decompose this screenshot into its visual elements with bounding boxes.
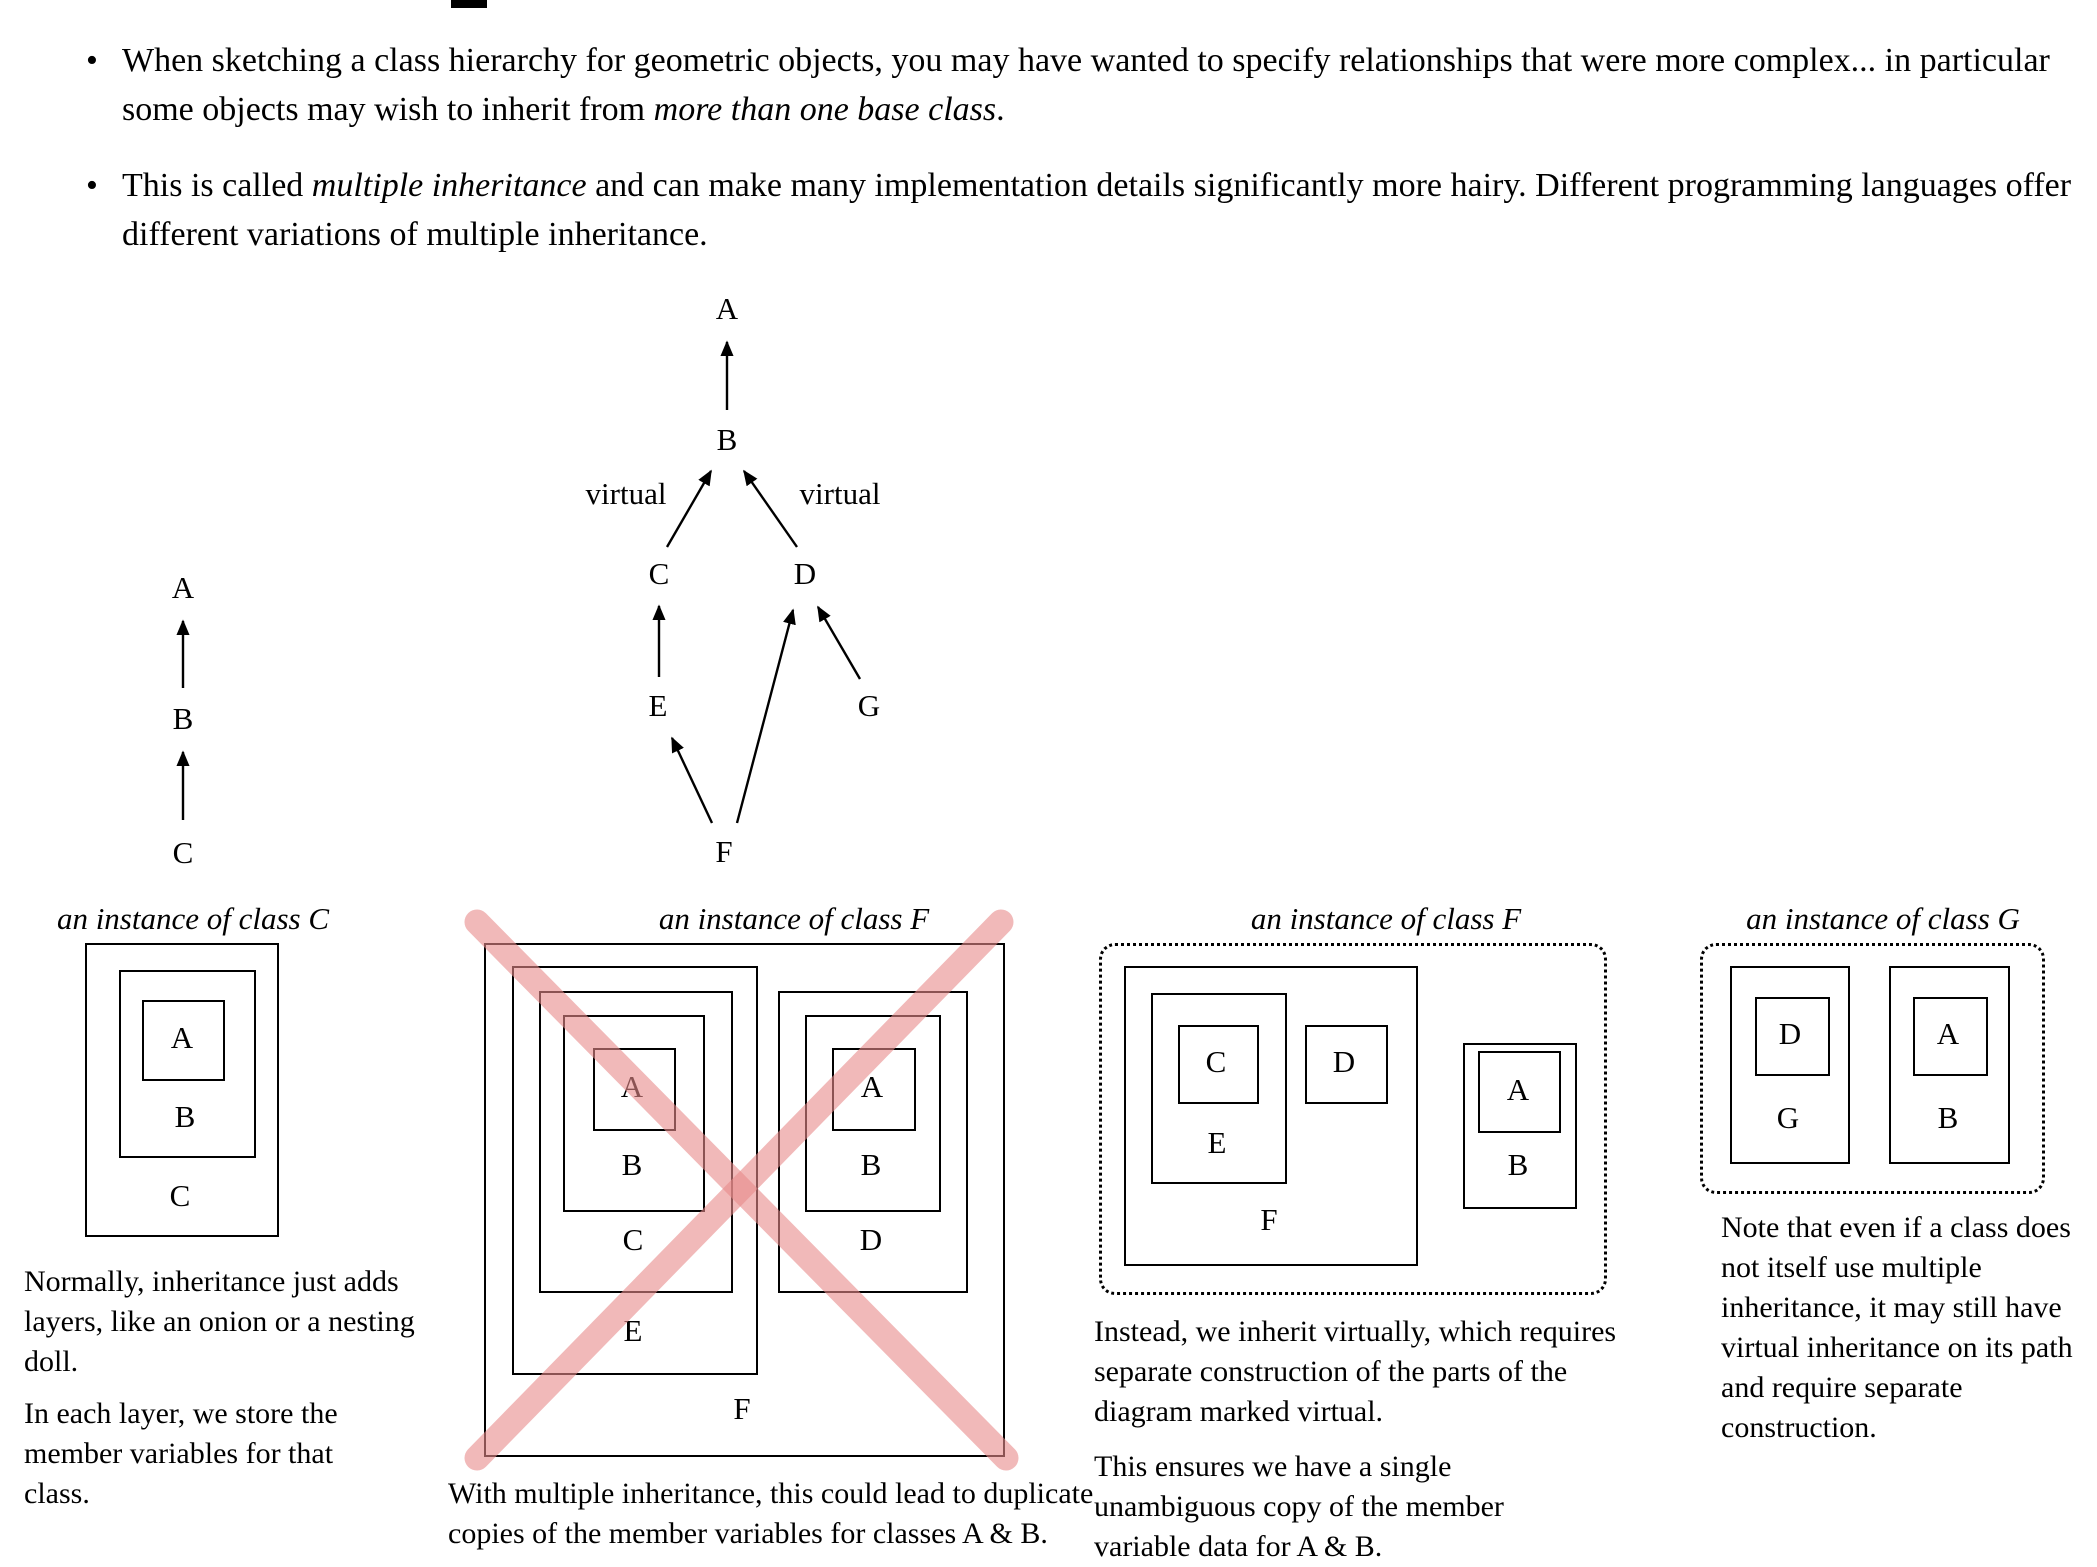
panel-fbad-label-f: F [733, 1391, 751, 1426]
arrow-c-to-b-virtual [665, 469, 713, 548]
panel-c-box-middle-b [119, 970, 256, 1158]
bullet-point-2: This is called multiple inheritance and … [84, 161, 2097, 259]
panel-g-title: an instance of class G [1746, 901, 2020, 936]
bullet-2-text-end: and can make many implementation details… [122, 167, 2072, 253]
arrow-g-to-d [816, 605, 862, 680]
bullet-2-emphasis: multiple inheritance [311, 167, 587, 204]
bullet-1-text: When sketching a class hierarchy for geo… [122, 42, 2050, 128]
panel-fgood-box-c [1178, 1025, 1259, 1104]
panel-c-label-c: C [169, 1178, 191, 1213]
center-hierarchy-node-a: A [715, 291, 739, 326]
bullet-2-text: This is called [122, 167, 312, 204]
panel-c-caption-1: Normally, inheritance just adds layers, … [24, 1265, 415, 1378]
cropped-title-fragment [451, 0, 487, 8]
panel-fgood-label-c: C [1205, 1044, 1227, 1079]
panel-fgood-label-d: D [1332, 1044, 1356, 1079]
panel-g-label-b: B [1937, 1100, 1959, 1135]
panel-fgood-label-b: B [1507, 1147, 1529, 1182]
left-hierarchy-node-a: A [171, 570, 195, 605]
panel-fgood-label-f: F [1260, 1202, 1278, 1237]
panel-c-label-a: A [170, 1020, 194, 1055]
bullet-1-emphasis: more than one base class [653, 91, 997, 128]
panel-fbad-label-b-left: B [621, 1147, 643, 1182]
panel-fgood-label-e: E [1207, 1125, 1227, 1160]
center-hierarchy-node-b: B [716, 422, 738, 457]
panel-fbad-label-c: C [622, 1222, 644, 1257]
center-hierarchy-node-d: D [793, 556, 817, 591]
panel-fbad-label-e: E [623, 1313, 643, 1348]
panel-fgood-caption-2: This ensures we have a single unambiguou… [1094, 1450, 1504, 1563]
arrow-f-to-e [670, 736, 714, 824]
bullet-1-text-end: . [996, 91, 1005, 128]
panel-g-box-g [1730, 966, 1850, 1164]
panel-fgood-caption-1: Instead, we inherit virtually, which req… [1094, 1315, 1617, 1428]
center-hierarchy-node-f: F [715, 834, 733, 869]
bullet-icon [86, 36, 98, 85]
panel-fgood-dotted-region [1099, 943, 1607, 1295]
panel-fbad-title: an instance of class F [658, 901, 930, 936]
panel-g-dotted-region [1700, 943, 2045, 1194]
panel-fgood-box-d [1305, 1025, 1388, 1104]
panel-g-label-d: D [1778, 1016, 1802, 1051]
panel-fgood-label-a: A [1506, 1072, 1530, 1107]
panel-g-box-b [1889, 966, 2010, 1164]
center-hierarchy-node-g: G [857, 688, 881, 723]
panel-fgood-box-a [1478, 1051, 1561, 1133]
panel-c-label-b: B [174, 1099, 196, 1134]
panel-fgood-box-f [1124, 966, 1418, 1266]
panel-fbad-caption: With multiple inheritance, this could le… [448, 1477, 1094, 1550]
panel-fbad-label-a-left: A [620, 1069, 644, 1104]
panel-fbad-label-b-right: B [860, 1147, 882, 1182]
panel-c-box-inner-a [142, 1000, 225, 1081]
bullet-point-1: When sketching a class hierarchy for geo… [84, 36, 2097, 134]
panel-c-box-outer-c [85, 943, 279, 1237]
panel-g-box-d [1755, 997, 1830, 1076]
panel-fgood-title: an instance of class F [1250, 901, 1522, 936]
arrow-d-to-b-virtual [743, 469, 798, 548]
left-hierarchy-node-b: B [172, 701, 194, 736]
panel-g-caption: Note that even if a class does not itsel… [1721, 1211, 2073, 1444]
arrow-f-to-d [735, 608, 796, 824]
bullet-icon [86, 161, 98, 210]
panel-g-label-a: A [1936, 1016, 1960, 1051]
panel-fbad-label-d: D [859, 1222, 883, 1257]
panel-fgood-box-b [1463, 1043, 1577, 1209]
panel-g-box-a [1913, 997, 1988, 1076]
center-hierarchy-node-e: E [648, 688, 668, 723]
panel-fbad-label-a-right: A [860, 1069, 884, 1104]
virtual-label-left: virtual [585, 476, 667, 511]
panel-g-label-g: G [1776, 1100, 1800, 1135]
virtual-label-right: virtual [799, 476, 881, 511]
panel-c-title: an instance of class C [56, 901, 330, 936]
panel-c-caption-2: In each layer, we store the member varia… [24, 1397, 338, 1510]
panel-fgood-box-e [1151, 993, 1287, 1184]
center-hierarchy-node-c: C [648, 556, 670, 591]
left-hierarchy-node-c: C [172, 835, 194, 870]
